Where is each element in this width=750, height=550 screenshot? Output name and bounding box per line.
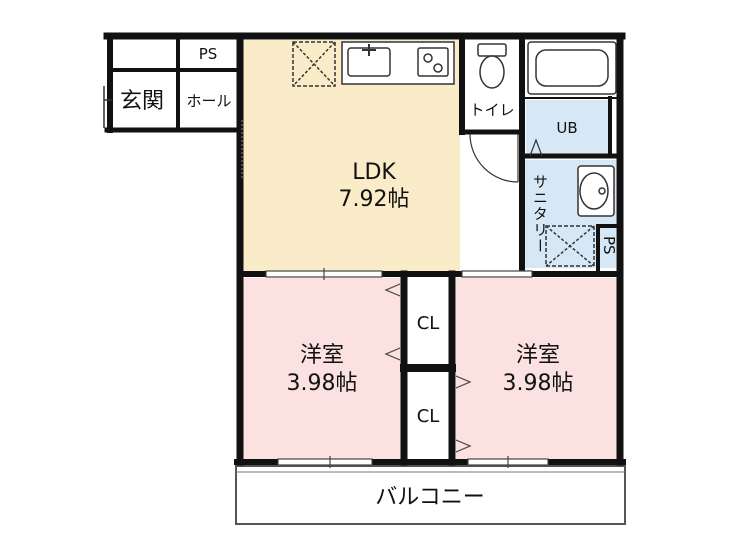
label-ps-side: PS [600,236,618,255]
label-room2-name: 洋室 [516,343,560,368]
toilet-fixtures [469,43,519,183]
label-hall: ホール [186,92,231,110]
kitchen-fixtures [292,41,455,87]
label-room1-name: 洋室 [300,343,344,368]
sanitary-fixtures [545,165,615,267]
label-room1-size: 3.98帖 [287,371,358,396]
label-room2-size: 3.98帖 [503,371,574,396]
room2-floor [456,278,618,460]
label-cl-lower: CL [417,406,440,427]
label-ldk-size: 7.92帖 [339,187,410,212]
label-cl-upper: CL [417,313,440,334]
balcony [235,465,626,525]
walls [103,32,626,466]
label-balcony: バルコニー [375,485,485,510]
label-toilet: トイレ [469,101,514,119]
closet-lower [408,372,448,458]
stove [417,47,449,77]
label-ps-top: PS [199,45,218,63]
label-ldk-name: LDK [352,160,396,185]
entrance-door [103,86,112,128]
label-ub: UB [556,119,577,137]
closet-upper [408,278,448,364]
ub-floor [526,100,608,154]
bathtub [527,41,617,95]
ub-door [529,138,543,157]
label-genkan: 玄関 [120,89,164,114]
openings [265,268,549,468]
label-sanitary: サニタリー [531,174,549,254]
room1-floor [242,278,402,460]
